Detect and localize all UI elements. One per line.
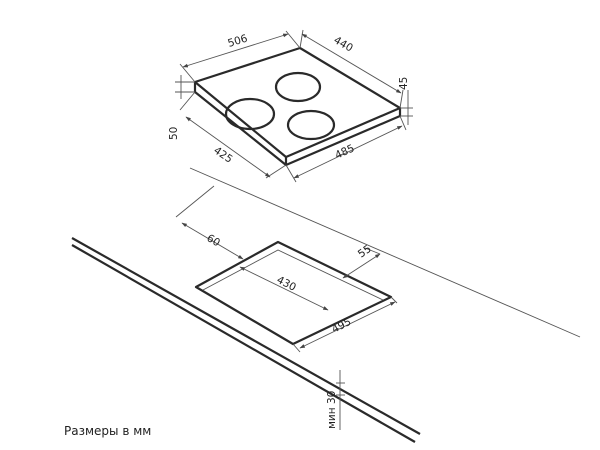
countertop-drawing: 60 55 430 495 мин 30 [71, 167, 581, 443]
dim-60-label: 60 [205, 232, 223, 249]
dim-506-line [182, 33, 289, 68]
burner-right [286, 109, 336, 141]
dim-425-line [185, 116, 271, 178]
burner-rear [274, 71, 322, 103]
dim-45-label: 45 [398, 77, 410, 90]
dim-440-label: 440 [332, 34, 355, 54]
dim-55-label: 55 [356, 243, 374, 261]
hob-drawing: 506 440 45 50 425 485 [168, 29, 413, 183]
countertop-front-edge-bottom [71, 244, 416, 443]
dim-55-line [342, 253, 381, 279]
dim-440-line [301, 33, 402, 94]
dim-min30-label: мин 30 [326, 391, 338, 429]
countertop-front-edge-top [71, 237, 421, 435]
dim-495-label: 495 [330, 316, 353, 336]
dimensions-caption: Размеры в мм [64, 424, 152, 438]
dim-495-line [299, 301, 396, 349]
dim-430-label: 430 [275, 274, 298, 294]
dim-485-line [293, 125, 403, 179]
dim-60-line [181, 222, 244, 260]
dim-485-label: 485 [333, 142, 356, 161]
dim-425-label: 425 [211, 145, 234, 166]
dim-506-label: 506 [226, 32, 249, 49]
countertop-back-edge [189, 167, 581, 338]
cutout-inner-edge [202, 249, 384, 301]
dim-50-label: 50 [168, 127, 180, 140]
hob-top-surface [193, 46, 402, 159]
